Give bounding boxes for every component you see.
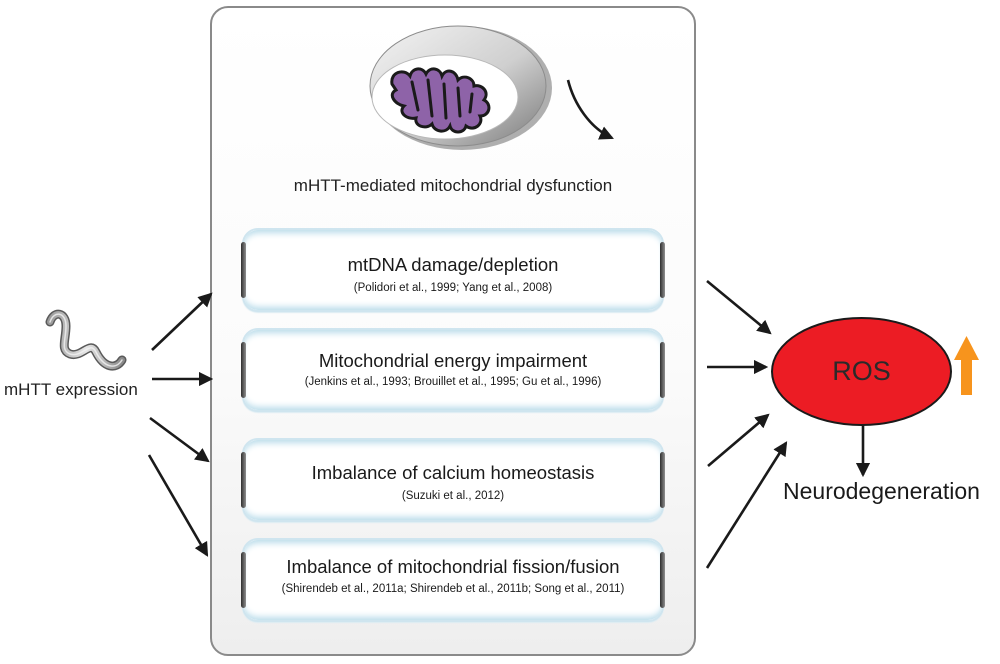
mechanism-refs: (Suzuki et al., 2012) — [401, 490, 505, 502]
mitochondrion-icon — [369, 25, 552, 150]
mechanism-refs: (Jenkins et al., 1993; Brouillet et al.,… — [304, 376, 602, 388]
mechanism-box-calcium: Imbalance of calcium homeostasis (Suzuki… — [241, 438, 665, 522]
ros-label: ROS — [832, 356, 891, 386]
mechanism-box-energy: Mitochondrial energy impairment (Jenkins… — [241, 328, 665, 412]
mechanism-title: Mitochondrial energy impairment — [318, 350, 588, 371]
mechanism-box-mtdna: mtDNA damage/depletion (Polidori et al.,… — [241, 228, 665, 312]
arrow-to-fission-fusion — [147, 454, 209, 557]
arrow-fission-to-ros — [705, 441, 788, 569]
arrow-to-mtdna — [151, 292, 213, 351]
mechanism-title: Imbalance of calcium homeostasis — [311, 462, 595, 483]
mechanism-box-fission-fusion: Imbalance of mitochondrial fission/fusio… — [241, 538, 665, 622]
mechanism-refs: (Polidori et al., 1999; Yang et al., 200… — [353, 282, 553, 294]
ros-node: ROS — [771, 317, 952, 426]
panel-title: mHTT-mediated mitochondrial dysfunction — [293, 176, 613, 195]
up-arrow-icon — [954, 336, 979, 395]
neurodegeneration-label: Neurodegeneration — [783, 478, 980, 504]
mechanism-title: Imbalance of mitochondrial fission/fusio… — [286, 556, 620, 577]
mhtt-expression-label: mHTT expression — [4, 380, 138, 399]
arrow-mtdna-to-ros — [706, 279, 772, 335]
arrow-calcium-to-ros — [707, 413, 770, 467]
mechanism-refs: (Shirendeb et al., 2011a; Shirendeb et a… — [281, 583, 625, 595]
curved-arrow — [566, 79, 614, 140]
mhtt-protein-icon — [45, 309, 127, 371]
mechanism-title: mtDNA damage/depletion — [347, 254, 559, 275]
arrow-to-calcium — [149, 416, 210, 463]
